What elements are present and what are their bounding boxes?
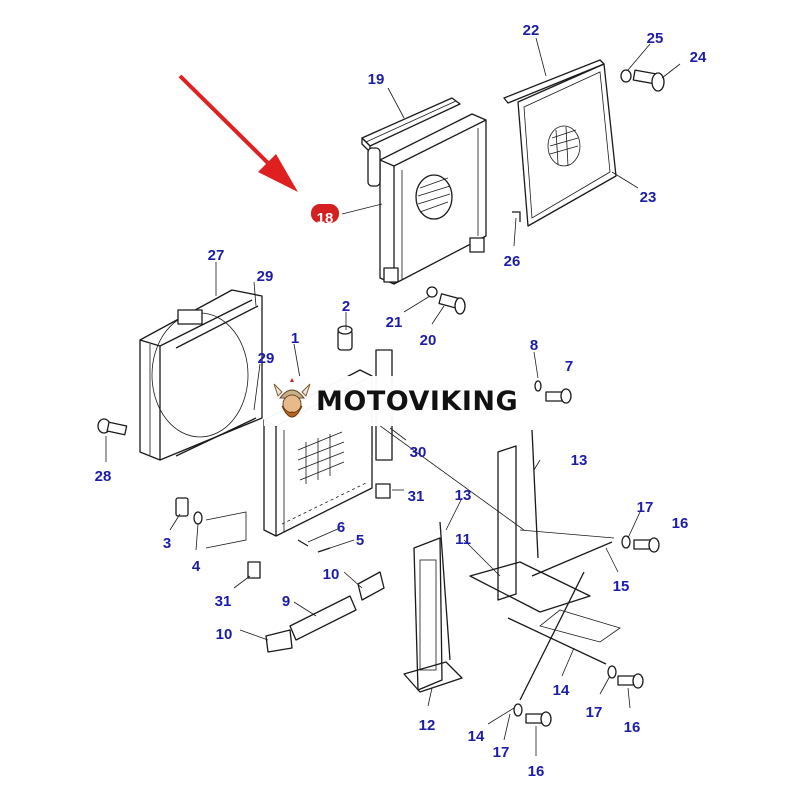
part-10-block-left	[265, 629, 293, 653]
part-28-bolt	[97, 418, 128, 436]
callout-6: 6	[337, 519, 345, 536]
part-31-block-upper	[375, 483, 391, 499]
callout-13b: 13	[455, 487, 472, 504]
callout-16a: 16	[672, 515, 689, 532]
callout-22: 22	[523, 22, 540, 39]
callout-25: 25	[647, 30, 664, 47]
callout-7: 7	[565, 358, 573, 375]
watermark-text: MOTOVIKING	[316, 385, 519, 417]
callout-5: 5	[356, 532, 364, 549]
callout-9: 9	[282, 593, 290, 610]
callout-31b: 31	[215, 593, 232, 610]
callout-8: 8	[530, 337, 538, 354]
callout-16b: 16	[624, 719, 641, 736]
part-18-radiator	[367, 113, 487, 285]
callout-28: 28	[95, 468, 112, 485]
part-5-pin	[317, 547, 331, 553]
part-14-rod-upper	[507, 617, 607, 665]
callout-4: 4	[192, 558, 201, 575]
callout-17c: 17	[493, 744, 510, 761]
callout-21: 21	[386, 314, 403, 331]
part-8-washer	[534, 380, 542, 392]
part-20-bolt	[426, 286, 466, 315]
callout-26: 26	[504, 253, 521, 270]
callout-15: 15	[613, 578, 630, 595]
callout-17a: 17	[637, 499, 654, 516]
part-29-seal-upper	[175, 305, 259, 349]
callout-30: 30	[410, 444, 427, 461]
part-10-block-right	[357, 571, 385, 601]
part-23-screen-frame	[517, 63, 617, 227]
part-14-rod-lower	[519, 571, 585, 701]
callout-13a: 13	[571, 452, 588, 469]
part-31-block-lower	[247, 561, 261, 579]
leader-lines	[105, 37, 681, 756]
callout-17b: 17	[586, 704, 603, 721]
part-29-seal-lower	[175, 417, 257, 457]
part-15-rod	[531, 541, 613, 577]
part-2-cap	[337, 325, 353, 351]
callout-14b: 14	[468, 728, 485, 745]
part-16-bolt-middle	[607, 665, 644, 689]
part-24-bolt	[620, 69, 665, 92]
part-11-bracket	[469, 445, 591, 613]
callout-3: 3	[163, 535, 171, 552]
part-3-drain-valve	[175, 497, 203, 525]
callout-10a: 10	[323, 566, 340, 583]
callout-2: 2	[342, 298, 350, 315]
callout-12: 12	[419, 717, 436, 734]
callout-11: 11	[455, 531, 471, 548]
part-12-bracket	[403, 537, 463, 693]
part-13-stay-upper	[531, 429, 539, 559]
part-22-strip	[503, 59, 605, 104]
part-9-cushion	[289, 595, 357, 641]
part-16-bolt-lower	[513, 703, 552, 727]
red-pointer-arrow	[178, 74, 298, 192]
callout-24: 24	[690, 49, 707, 66]
part-26-clip	[512, 211, 521, 222]
callout-29b: 29	[258, 350, 275, 367]
viking-head-icon	[273, 378, 311, 418]
callout-14a: 14	[553, 682, 570, 699]
callout-1: 1	[291, 330, 299, 347]
callout-18: 18	[317, 210, 334, 227]
callout-27: 27	[208, 247, 225, 264]
callout-19: 19	[368, 71, 385, 88]
callout-31a: 31	[408, 488, 425, 505]
part-16-bolt-upper	[621, 535, 660, 553]
watermark-banner: MOTOVIKING	[264, 376, 534, 426]
highlight-badge	[311, 204, 339, 223]
part-27-fan-shroud	[139, 289, 263, 461]
part-13-stay-lower	[439, 521, 451, 661]
part-6-pin	[297, 539, 309, 547]
part-14-plate	[539, 609, 621, 643]
callout-10b: 10	[216, 626, 233, 643]
callout-23: 23	[640, 189, 657, 206]
callout-29a: 29	[257, 268, 274, 285]
part-4-plate	[205, 511, 247, 549]
callout-20: 20	[420, 332, 437, 349]
callout-16c: 16	[528, 763, 545, 780]
part-7-bolt	[545, 388, 572, 404]
